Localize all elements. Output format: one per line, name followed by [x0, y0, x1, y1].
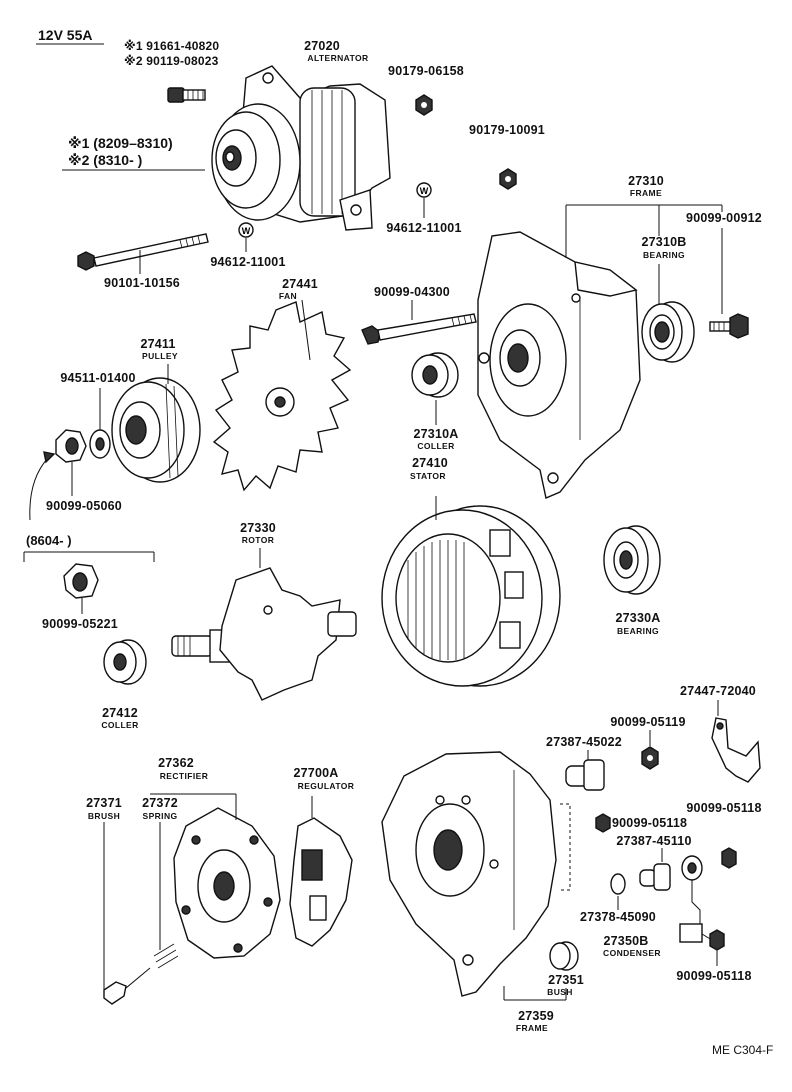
condenser-name: CONDENSER — [603, 948, 661, 958]
regulator-name: REGULATOR — [297, 781, 355, 791]
nut-05118-b-number: 90099-05118 — [686, 801, 762, 815]
bearing-27330a-name: BEARING — [617, 626, 659, 636]
bracket-72040-number: 27447-72040 — [680, 684, 756, 698]
collar-27412-name: COLLER — [101, 720, 139, 730]
collar-27310a-drawing — [411, 352, 459, 425]
applicability-1: ※1 (8209–8310) — [68, 135, 173, 151]
frame-27359-drawing — [381, 751, 571, 1001]
pulley-number: 27411 — [140, 337, 176, 351]
washer-11001-b-number: 94612-11001 — [210, 255, 286, 269]
collar-27310a-name: COLLER — [417, 441, 455, 451]
fan-name: FAN — [278, 291, 298, 301]
bearing-27330a-number: 27330A — [615, 611, 661, 625]
frame-27310-drawing — [477, 231, 641, 499]
insulator-45022-number: 27387-45022 — [546, 735, 622, 749]
nut-10091-drawing — [499, 168, 517, 190]
pulley-name: PULLEY — [142, 351, 178, 361]
stator-number: 27410 — [412, 456, 448, 470]
condenser-drawing — [679, 855, 713, 943]
nut-06158-drawing — [415, 94, 433, 116]
collar-27412-number: 27412 — [102, 706, 138, 720]
nut-05118-a-drawing — [595, 813, 611, 833]
alternator-number: 27020 — [304, 39, 340, 53]
rotor-name: ROTOR — [241, 535, 275, 545]
nut-05119-drawing — [641, 730, 659, 770]
nut-05221-number: 90099-05221 — [42, 617, 118, 631]
insulator-45022-drawing — [565, 750, 605, 791]
nut-05118-a-number: 90099-05118 — [612, 816, 688, 830]
frame-27310-leader — [565, 204, 723, 314]
bolt-04300-number: 90099-04300 — [374, 285, 450, 299]
nut-05119-number: 90099-05119 — [610, 715, 686, 729]
nut-05118-c-number: 90099-05118 — [676, 969, 752, 983]
frame-27359-number: 27359 — [518, 1009, 554, 1023]
bearing-27310b-drawing — [641, 264, 695, 363]
footer-ref: ME C304-F — [712, 1043, 774, 1057]
alternator-drawing — [211, 65, 391, 231]
brush-spring-drawing — [103, 822, 179, 1005]
bush-drawing — [549, 941, 579, 971]
fan-drawing — [212, 299, 352, 492]
applicability-8604: (8604- ) — [26, 533, 72, 548]
frame-27310-number: 27310 — [628, 174, 664, 188]
bracket-72040-drawing — [711, 700, 761, 783]
bearing-27310b-number: 27310B — [641, 235, 687, 249]
spring-number: 27372 — [142, 796, 178, 810]
alternator-name: ALTERNATOR — [307, 53, 369, 63]
rectifier-drawing — [150, 793, 281, 959]
svg-text:W: W — [242, 226, 251, 236]
collar-27310a-number: 27310A — [413, 427, 459, 441]
svg-text:W: W — [420, 186, 429, 196]
pulley-nut-washer-drawing — [29, 388, 111, 521]
pulley-drawing — [111, 364, 201, 483]
bearing-27330a-drawing — [603, 525, 661, 595]
nut-05221-drawing — [63, 563, 99, 614]
through-bolt-drawing — [361, 300, 477, 345]
condenser-number: 27350B — [603, 934, 649, 948]
collar-27412-drawing — [103, 639, 147, 685]
washer-01400-number: 94511-01400 — [60, 371, 136, 385]
spring-name: SPRING — [142, 811, 178, 821]
stator-name: STATOR — [410, 471, 446, 481]
note-line-1: ※1 91661-40820 — [124, 39, 220, 53]
screw-00912-drawing — [709, 313, 749, 339]
bolt-10156-number: 90101-10156 — [104, 276, 180, 290]
frame-27310-name: FRAME — [629, 188, 663, 198]
rectifier-number: 27362 — [158, 756, 194, 770]
washer-45090-drawing — [610, 873, 626, 910]
rectifier-name: RECTIFIER — [159, 771, 209, 781]
screw-00912-number: 90099-00912 — [686, 211, 762, 225]
regulator-drawing — [289, 796, 353, 947]
washer-45090-number: 27378-45090 — [580, 910, 656, 924]
nut-05060-number: 90099-05060 — [46, 499, 122, 513]
washer-w-b-drawing: W — [238, 222, 254, 252]
insulator-45110-number: 27387-45110 — [616, 834, 692, 848]
brush-number: 27371 — [86, 796, 122, 810]
washer-w-a-drawing: W — [416, 182, 432, 218]
long-bolt-drawing — [77, 233, 209, 274]
note-line-2: ※2 90119-08023 — [124, 54, 219, 68]
bush-name: BUSH — [547, 987, 573, 997]
rotor-drawing — [171, 548, 357, 701]
washer-11001-a-number: 94612-11001 — [386, 221, 462, 235]
frame-27359-name: FRAME — [515, 1023, 549, 1033]
nut-05118-b-drawing — [721, 847, 737, 869]
nut-06158-number: 90179-06158 — [388, 64, 464, 78]
bearing-27310b-name: BEARING — [643, 250, 685, 260]
applicability-8604-bracket — [23, 551, 155, 562]
brush-name: BRUSH — [87, 811, 121, 821]
regulator-number: 27700A — [293, 766, 339, 780]
nut-05118-c-drawing — [709, 929, 725, 966]
rotor-number: 27330 — [240, 521, 276, 535]
insulator-45110-drawing — [639, 848, 671, 891]
short-bolt-drawing — [167, 87, 206, 103]
bush-number: 27351 — [548, 973, 584, 987]
fan-number: 27441 — [282, 277, 318, 291]
applicability-2: ※2 (8310- ) — [68, 152, 143, 168]
stator-drawing — [381, 496, 561, 687]
spec-label: 12V 55A — [38, 27, 93, 43]
nut-10091-number: 90179-10091 — [469, 123, 545, 137]
